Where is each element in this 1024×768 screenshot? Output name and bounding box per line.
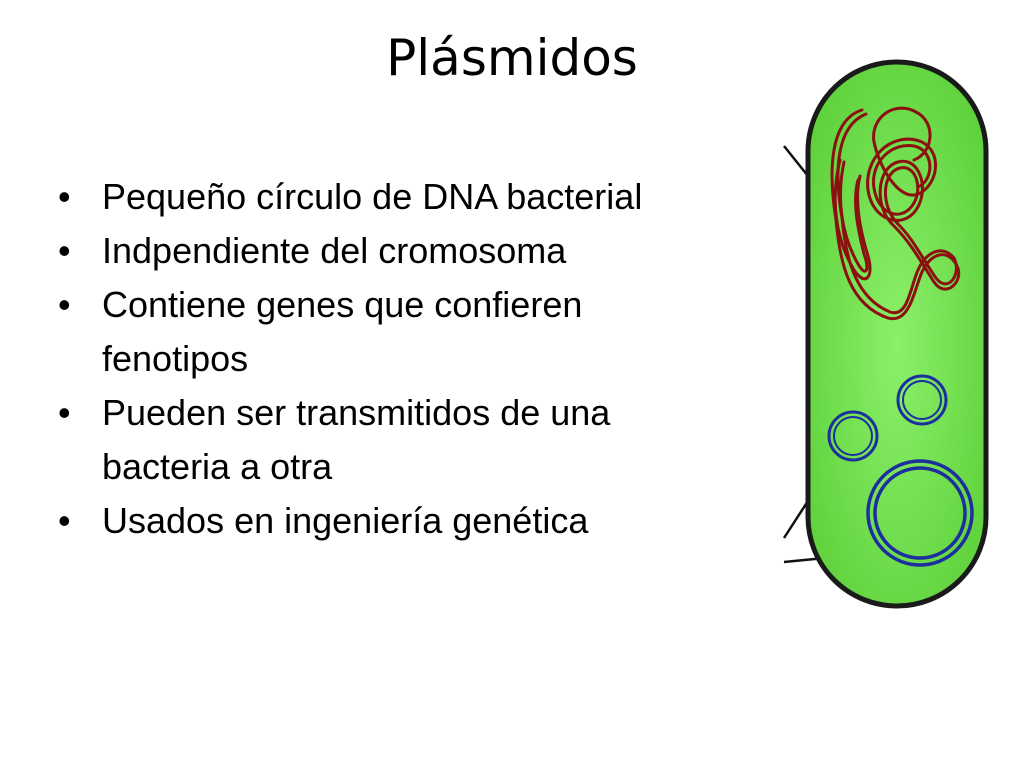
bullet-text: Usados en ingeniería genética <box>102 500 589 541</box>
bullet-item: • Indpendiente del cromosoma <box>58 224 708 278</box>
chromosome <box>830 106 961 321</box>
plasmid-small <box>896 374 948 426</box>
slide-title: Plásmidos <box>0 28 1024 88</box>
bullet-text: Indpendiente del cromosoma <box>102 230 567 271</box>
bullet-item: • Contiene genes que confieren fenotipos <box>58 278 708 386</box>
plasmid-medium <box>827 410 879 462</box>
plasmid-large <box>866 459 974 567</box>
plasmid-medium-inner <box>833 416 873 456</box>
plasmid-small-inner <box>902 380 942 420</box>
bullet-marker: • <box>58 284 71 325</box>
bullet-text: Contiene genes que confieren fenotipos <box>102 284 583 379</box>
plasmids <box>827 374 974 567</box>
bullet-marker: • <box>58 500 71 541</box>
bullet-marker: • <box>58 230 71 271</box>
bullet-list: • Pequeño círculo de DNA bacterial • Ind… <box>58 170 708 548</box>
plasmid-large-inner <box>873 466 967 560</box>
slide-title-text: Plásmidos <box>386 29 638 87</box>
bullet-item: • Pequeño círculo de DNA bacterial <box>58 170 708 224</box>
bullet-marker: • <box>58 176 71 217</box>
bullet-item: • Pueden ser transmitidos de una bacteri… <box>58 386 708 494</box>
bullet-text: Pequeño círculo de DNA bacterial <box>102 176 643 217</box>
bullet-item: • Usados en ingeniería genética <box>58 494 708 548</box>
bullet-marker: • <box>58 392 71 433</box>
bullet-text: Pueden ser transmitidos de una bacteria … <box>102 392 611 487</box>
bacterium-diagram <box>782 59 989 609</box>
bacterial-cell <box>805 59 989 609</box>
